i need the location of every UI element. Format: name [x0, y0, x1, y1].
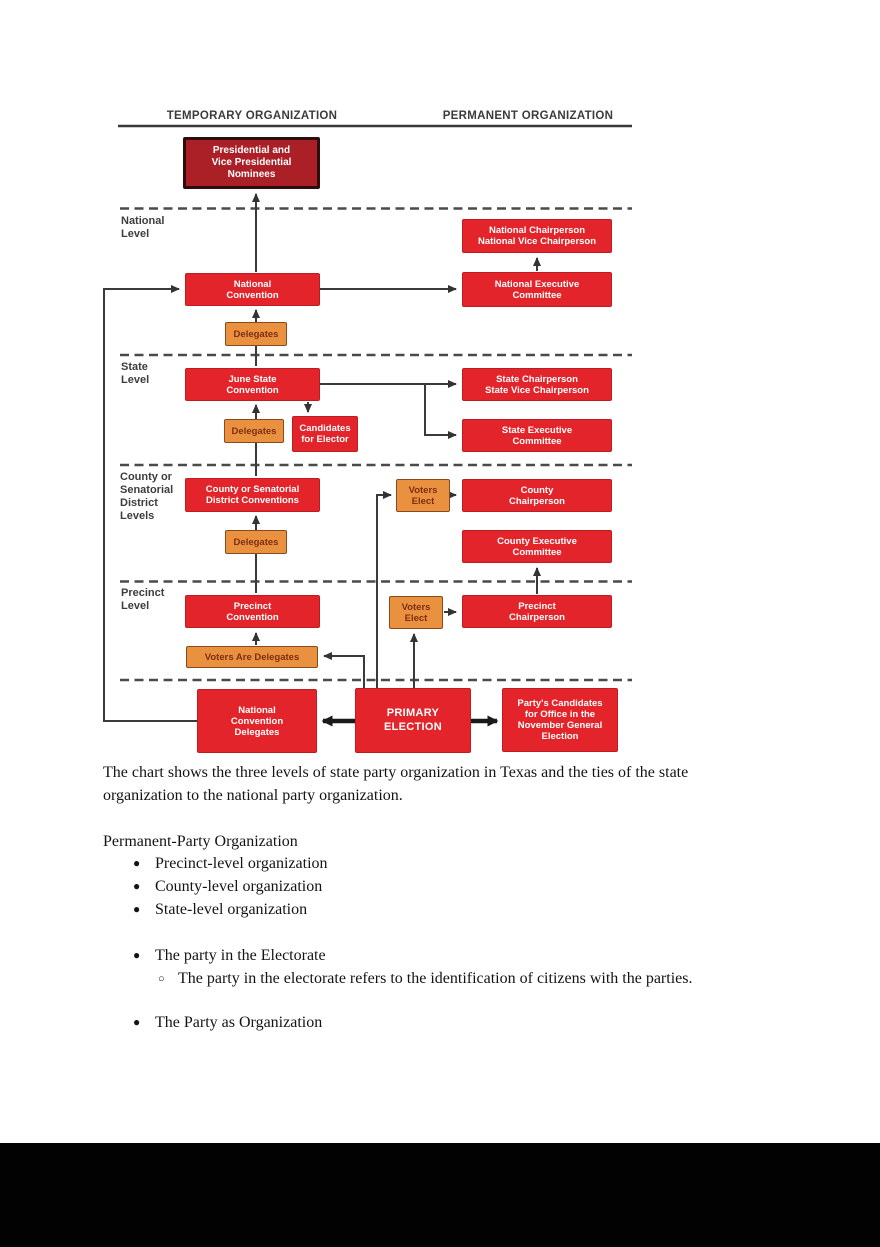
bullet-icon: ●	[133, 856, 141, 870]
permanent-organization-header: PERMANENT ORGANIZATION	[442, 110, 614, 122]
national-chairperson-box: National Chairperson National Vice Chair…	[462, 219, 612, 253]
temporary-organization-header: TEMPORARY ORGANIZATION	[166, 110, 338, 122]
delegates-box-state: Delegates	[224, 419, 284, 443]
national-executive-committee-box: National Executive Committee	[462, 272, 612, 307]
county-chairperson-box: County Chairperson	[462, 479, 612, 512]
bullet-text: State-level organization	[155, 901, 308, 918]
precinct-level-label: Precinct Level	[121, 587, 165, 612]
list-item: ● The party in the Electorate	[133, 944, 326, 967]
county-executive-committee-box: County Executive Committee	[462, 530, 612, 563]
delegates-box-national: Delegates	[225, 322, 287, 346]
precinct-convention-box: Precinct Convention	[185, 595, 320, 628]
permanent-party-heading: Permanent-Party Organization	[103, 833, 298, 850]
bullet-icon: ●	[133, 879, 141, 893]
primary-election-box: PRIMARY ELECTION	[355, 688, 471, 753]
bullet-icon: ●	[133, 1015, 141, 1029]
national-convention-box: National Convention	[185, 273, 320, 306]
list-item: ● Precinct-level organization	[133, 852, 328, 875]
june-state-convention-box: June State Convention	[185, 368, 320, 401]
partys-candidates-box: Party's Candidates for Office in the Nov…	[502, 688, 618, 752]
state-level-label: State Level	[121, 361, 150, 386]
state-executive-committee-box: State Executive Committee	[462, 419, 612, 452]
sub-bullet-icon: ○	[158, 973, 165, 985]
list-item: ● The Party as Organization	[133, 1011, 322, 1034]
voters-elect-box-precinct: Voters Elect	[389, 596, 443, 629]
precinct-chairperson-box: Precinct Chairperson	[462, 595, 612, 628]
sub-list-item: ○ The party in the electorate refers to t…	[158, 967, 692, 991]
bullet-icon: ●	[133, 948, 141, 962]
candidates-for-elector-box: Candidates for Elector	[292, 416, 358, 452]
national-level-label: National Level	[121, 215, 165, 240]
chart-caption-paragraph: The chart shows the three levels of stat…	[103, 764, 689, 804]
national-convention-delegates-box: National Convention Delegates	[197, 689, 317, 753]
list-item: ● County-level organization	[133, 875, 322, 898]
voters-elect-box-county: Voters Elect	[396, 479, 450, 512]
bullet-icon: ●	[133, 902, 141, 916]
county-level-label: County or Senatorial District Levels	[120, 471, 174, 522]
presidential-nominees-box: Presidential and Vice Presidential Nomin…	[183, 137, 320, 189]
list-item: ● State-level organization	[133, 898, 307, 921]
state-chairperson-box: State Chairperson State Vice Chairperson	[462, 368, 612, 401]
voters-are-delegates-box: Voters Are Delegates	[186, 646, 318, 668]
bullet-text: The Party as Organization	[155, 1014, 323, 1031]
bullet-text: Precinct-level organization	[155, 855, 328, 872]
bullet-text: County-level organization	[155, 878, 323, 895]
county-senatorial-conventions-box: County or Senatorial District Convention…	[185, 478, 320, 512]
bullet-text: The party in the electorate refers to th…	[178, 970, 693, 987]
bullet-text: The party in the Electorate	[155, 947, 326, 964]
delegates-box-county: Delegates	[225, 530, 287, 554]
bottom-black-band	[0, 1143, 880, 1247]
